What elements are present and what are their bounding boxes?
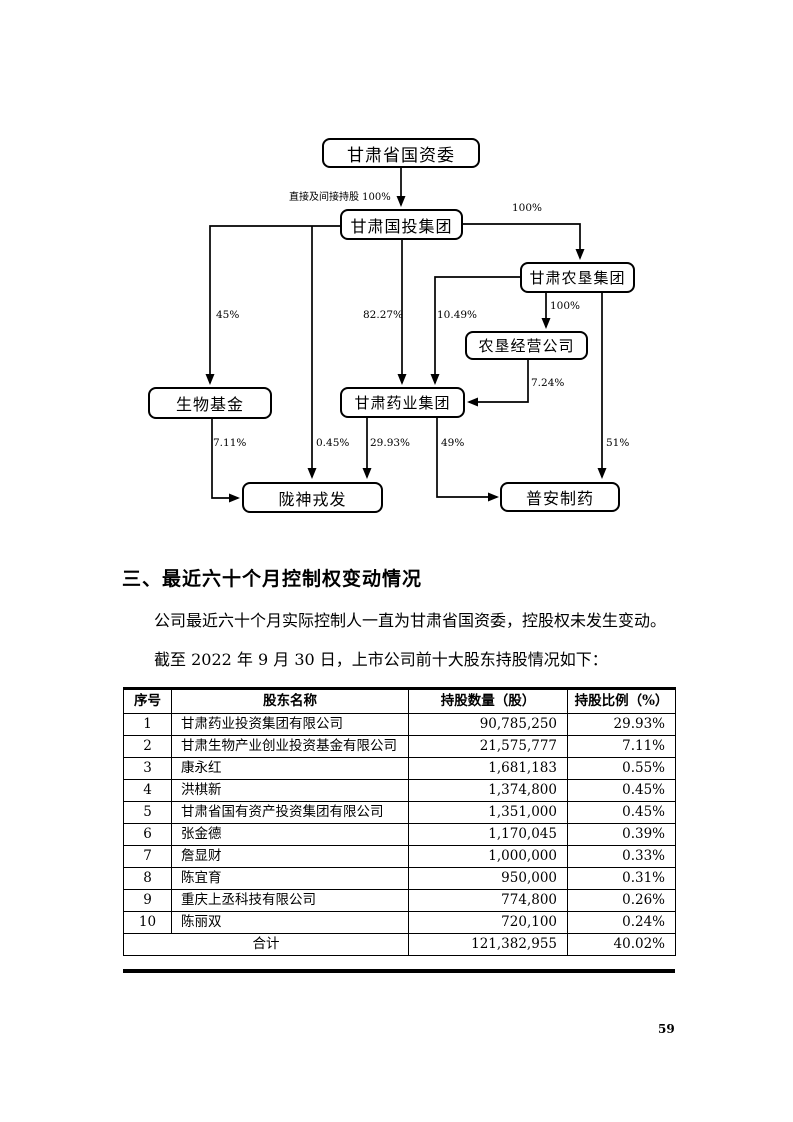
table-row: 10 陈丽双 720,100 0.24%	[123, 911, 676, 934]
node-pharma-group: 甘肃药业集团	[340, 387, 465, 418]
cell-shares: 950,000	[408, 867, 568, 890]
cell-name: 康永红	[171, 757, 409, 780]
cell-pct: 0.33%	[567, 845, 676, 868]
edge-label-biofund-longshen: 7.11%	[213, 437, 247, 449]
equity-structure-diagram: 甘肃省国资委 甘肃国投集团 甘肃农垦集团 农垦经营公司 甘肃药业集团 生物基金 …	[0, 0, 793, 560]
cell-total-shares: 121,382,955	[408, 933, 568, 956]
node-provincial-sasac: 甘肃省国资委	[322, 138, 480, 168]
node-guotou-group: 甘肃国投集团	[340, 209, 463, 240]
table-row: 3 康永红 1,681,183 0.55%	[123, 757, 676, 780]
table-row: 9 重庆上丞科技有限公司 774,800 0.26%	[123, 889, 676, 912]
cell-no: 1	[123, 713, 172, 736]
cell-name: 重庆上丞科技有限公司	[171, 889, 409, 912]
node-bio-fund: 生物基金	[148, 387, 272, 419]
cell-name: 甘肃生物产业创业投资基金有限公司	[171, 735, 409, 758]
cell-no: 4	[123, 779, 172, 802]
top-shareholders-table: 序号 股东名称 持股数量（股） 持股比例（%） 1 甘肃药业投资集团有限公司 9…	[123, 687, 676, 956]
table-row: 7 詹显财 1,000,000 0.33%	[123, 845, 676, 868]
edge-label-nongken-puan: 51%	[606, 437, 630, 449]
col-header-no: 序号	[123, 688, 172, 714]
cell-shares: 774,800	[408, 889, 568, 912]
cell-no: 3	[123, 757, 172, 780]
cell-no: 5	[123, 801, 172, 824]
cell-total-label: 合计	[123, 933, 409, 956]
node-longshen-rongfa: 陇神戎发	[242, 482, 383, 513]
node-nongken-group: 甘肃农垦集团	[520, 262, 635, 293]
cell-pct: 0.39%	[567, 823, 676, 846]
cell-name: 甘肃药业投资集团有限公司	[171, 713, 409, 736]
col-header-shares: 持股数量（股）	[408, 688, 568, 714]
connector-lines	[205, 168, 607, 503]
cell-shares: 1,374,800	[408, 779, 568, 802]
cell-no: 9	[123, 889, 172, 912]
cell-no: 8	[123, 867, 172, 890]
cell-name: 张金德	[171, 823, 409, 846]
table-total-row: 合计 121,382,955 40.02%	[123, 933, 676, 956]
cell-pct: 0.31%	[567, 867, 676, 890]
edge-label-holding-100: 直接及间接持股 100%	[289, 192, 391, 203]
cell-pct: 0.26%	[567, 889, 676, 912]
cell-shares: 21,575,777	[408, 735, 568, 758]
edge-label-pharma-puan: 49%	[441, 437, 465, 449]
cell-shares: 1,000,000	[408, 845, 568, 868]
cell-pct: 29.93%	[567, 713, 676, 736]
cell-name: 詹显财	[171, 845, 409, 868]
cell-shares: 1,351,000	[408, 801, 568, 824]
cell-no: 2	[123, 735, 172, 758]
col-header-name: 股东名称	[171, 688, 409, 714]
cell-shares: 90,785,250	[408, 713, 568, 736]
table-bottom-rule	[123, 969, 675, 973]
cell-pct: 0.45%	[567, 779, 676, 802]
table-row: 8 陈宜育 950,000 0.31%	[123, 867, 676, 890]
cell-shares: 1,170,045	[408, 823, 568, 846]
edge-label-guotou-nongken: 100%	[512, 202, 543, 214]
table-row: 4 洪棋新 1,374,800 0.45%	[123, 779, 676, 802]
cell-name: 陈丽双	[171, 911, 409, 934]
cell-no: 7	[123, 845, 172, 868]
edge-label-nongken-pharma: 10.49%	[437, 309, 478, 321]
section-paragraph-2: 截至 2022 年 9 月 30 日，上市公司前十大股东持股情况如下：	[154, 650, 608, 669]
edge-label-pharma-longshen: 29.93%	[370, 437, 411, 449]
edge-label-nongken-jingying: 100%	[550, 300, 581, 312]
edge-label-guotou-longshen: 0.45%	[316, 437, 350, 449]
cell-no: 6	[123, 823, 172, 846]
table-row: 6 张金德 1,170,045 0.39%	[123, 823, 676, 846]
table-row: 2 甘肃生物产业创业投资基金有限公司 21,575,777 7.11%	[123, 735, 676, 758]
cell-name: 甘肃省国有资产投资集团有限公司	[171, 801, 409, 824]
section-paragraph-1: 公司最近六十个月实际控制人一直为甘肃省国资委，控股权未发生变动。	[154, 611, 667, 630]
edge-label-guotou-pharma: 82.27%	[363, 309, 404, 321]
table-row: 5 甘肃省国有资产投资集团有限公司 1,351,000 0.45%	[123, 801, 676, 824]
cell-no: 10	[123, 911, 172, 934]
edge-label-guotou-biofund: 45%	[216, 309, 240, 321]
cell-pct: 0.55%	[567, 757, 676, 780]
cell-total-pct: 40.02%	[567, 933, 676, 956]
col-header-pct: 持股比例（%）	[567, 688, 676, 714]
cell-shares: 720,100	[408, 911, 568, 934]
cell-pct: 0.24%	[567, 911, 676, 934]
node-puan-pharma: 普安制药	[500, 482, 620, 512]
table-row: 1 甘肃药业投资集团有限公司 90,785,250 29.93%	[123, 713, 676, 736]
cell-name: 洪棋新	[171, 779, 409, 802]
table-header-row: 序号 股东名称 持股数量（股） 持股比例（%）	[123, 688, 676, 714]
cell-pct: 7.11%	[567, 735, 676, 758]
cell-shares: 1,681,183	[408, 757, 568, 780]
cell-name: 陈宜育	[171, 867, 409, 890]
cell-pct: 0.45%	[567, 801, 676, 824]
section-heading: 三、最近六十个月控制权变动情况	[122, 568, 423, 590]
page-number: 59	[658, 1022, 675, 1036]
edge-label-jingying-pharma: 7.24%	[531, 377, 565, 389]
node-nongken-jingying: 农垦经营公司	[465, 331, 588, 360]
